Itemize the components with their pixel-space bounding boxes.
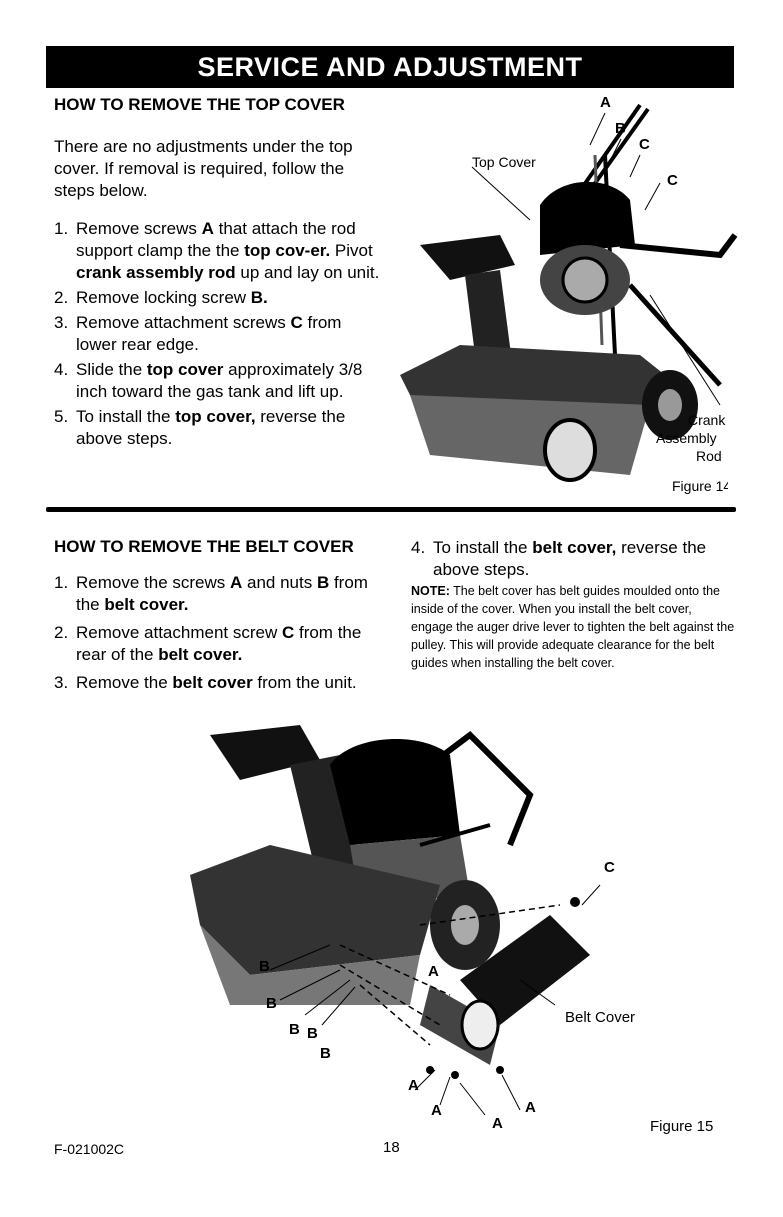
fig15-callout-a: A bbox=[428, 963, 439, 980]
step-1: 1.Remove the screws A and nuts B from th… bbox=[54, 573, 368, 614]
fig15-callout-a: A bbox=[408, 1077, 419, 1094]
step-number: 1. bbox=[54, 219, 69, 238]
step-number: 1. bbox=[54, 573, 69, 592]
section-divider bbox=[46, 507, 736, 512]
fig14-callout-c2: C bbox=[667, 172, 678, 189]
step-4: 4.Slide the top cover approximately 3/8 … bbox=[54, 360, 363, 401]
fig15-callout-b: B bbox=[266, 995, 277, 1012]
step-2: 2.Remove attachment screw C from the rea… bbox=[54, 623, 362, 664]
step-number: 3. bbox=[54, 313, 69, 332]
step-number: 2. bbox=[54, 623, 69, 642]
fig15-callout-b: B bbox=[259, 958, 270, 975]
fig14-callout-c1: C bbox=[639, 136, 650, 153]
figure-15-caption: Figure 15 bbox=[650, 1118, 714, 1135]
fig15-callout-a: A bbox=[525, 1099, 536, 1116]
step-4: 4.To install the belt cover, reverse the… bbox=[411, 538, 707, 579]
step-3: 3.Remove the belt cover from the unit. bbox=[54, 673, 357, 692]
fig15-callout-b: B bbox=[289, 1021, 300, 1038]
belt-cover-heading: HOW TO REMOVE THE BELT COVER bbox=[54, 537, 354, 556]
fig14-label-assembly: Assembly bbox=[656, 430, 717, 446]
note-text: The belt cover has belt guides moulded o… bbox=[411, 584, 735, 670]
figure-14-caption: Figure 14 bbox=[672, 478, 728, 494]
belt-cover-note: NOTE: The belt cover has belt guides mou… bbox=[411, 582, 736, 672]
step-number: 4. bbox=[411, 538, 426, 557]
top-cover-steps: 1.Remove screws A that attach the rod su… bbox=[54, 218, 384, 453]
fig14-callout-a: A bbox=[600, 94, 611, 111]
document-code: F-021002C bbox=[54, 1141, 125, 1157]
step-number: 5. bbox=[54, 407, 69, 426]
belt-cover-steps-continued: 4.To install the belt cover, reverse the… bbox=[411, 537, 736, 584]
fig14-label-crank: Crank bbox=[688, 412, 726, 428]
top-cover-intro: There are no adjustments under the top c… bbox=[54, 137, 353, 200]
top-cover-heading: HOW TO REMOVE THE TOP COVER bbox=[54, 95, 345, 114]
step-5: 5.To install the top cover, reverse the … bbox=[54, 407, 346, 448]
fig15-callout-a: A bbox=[492, 1115, 503, 1132]
figure-14-illustration bbox=[400, 103, 738, 482]
section-banner: SERVICE AND ADJUSTMENT bbox=[46, 46, 734, 88]
figure-15-illustration bbox=[190, 725, 601, 1116]
note-label: NOTE: bbox=[411, 584, 450, 598]
fig14-label-top-cover: Top Cover bbox=[472, 154, 536, 170]
step-number: 3. bbox=[54, 673, 69, 692]
fig14-callout-b: B bbox=[615, 120, 626, 137]
belt-cover-steps: 1.Remove the screws A and nuts B from th… bbox=[54, 572, 384, 697]
step-1: 1.Remove screws A that attach the rod su… bbox=[54, 219, 380, 282]
step-2: 2.Remove locking screw B. bbox=[54, 288, 268, 307]
step-number: 4. bbox=[54, 360, 69, 379]
fig14-label-rod: Rod bbox=[696, 448, 722, 464]
step-number: 2. bbox=[54, 288, 69, 307]
fig15-callout-b: B bbox=[307, 1025, 318, 1042]
step-3: 3.Remove attachment screws C from lower … bbox=[54, 313, 342, 354]
fig15-callout-c: C bbox=[604, 859, 615, 876]
fig15-callout-b: B bbox=[320, 1045, 331, 1062]
page-number: 18 bbox=[383, 1139, 400, 1156]
fig15-callout-a: A bbox=[431, 1102, 442, 1119]
fig15-label-belt-cover: Belt Cover bbox=[565, 1009, 636, 1026]
